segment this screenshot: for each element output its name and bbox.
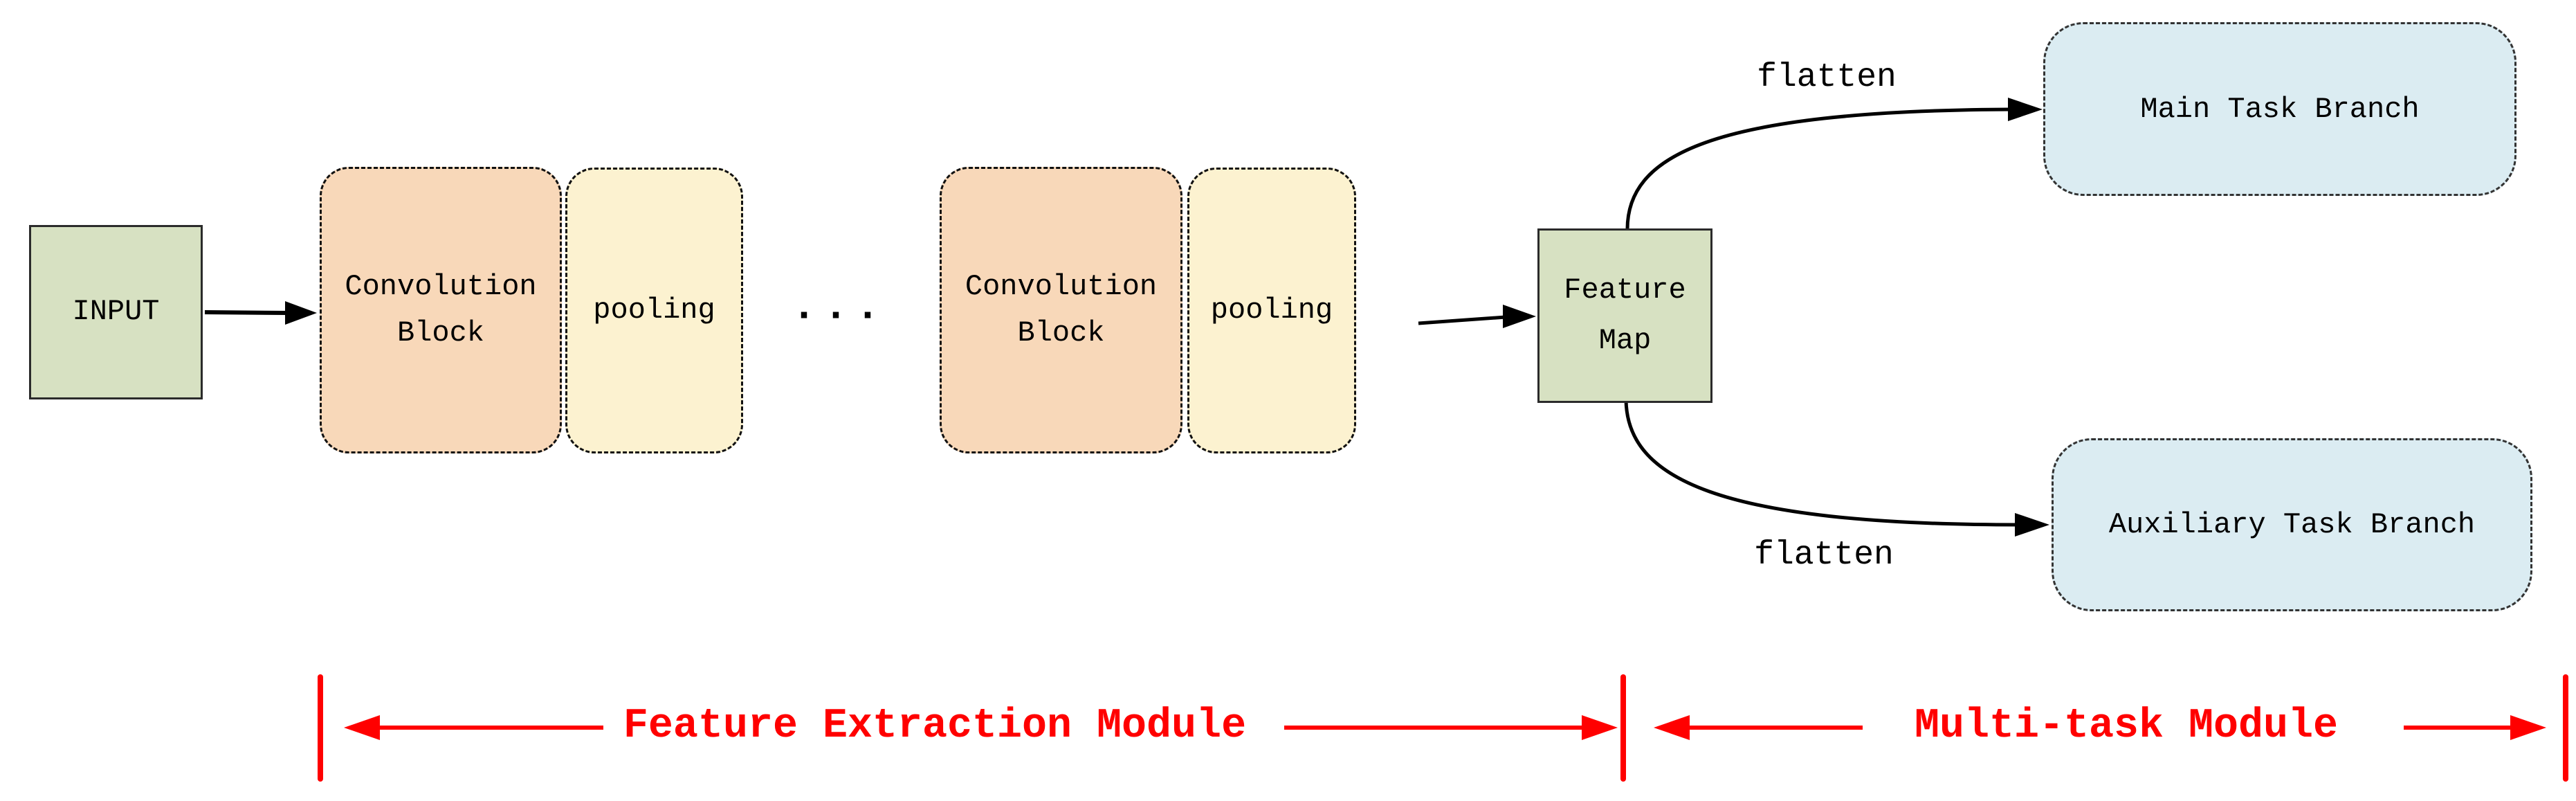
multitask-arrowhead-left — [1654, 715, 1690, 740]
convolution-block-1-label: Convolution Block — [345, 269, 537, 350]
module-annotation — [318, 674, 2568, 782]
flatten-top-label: flatten — [1757, 59, 1897, 96]
feature-extraction-arrowhead-right — [1582, 715, 1618, 740]
multitask-arrowhead-right — [2510, 715, 2546, 740]
multi-task-module-label: Multi-task Module — [1904, 703, 2348, 750]
flatten-top-curve — [1625, 98, 2043, 232]
input-label: INPUT — [72, 295, 160, 329]
pooling-block-1: pooling — [565, 168, 743, 453]
pool-to-featuremap-arrow — [1418, 305, 1536, 328]
flatten-bottom-curve — [1624, 399, 2049, 537]
pooling-2-label: pooling — [1210, 293, 1333, 327]
pooling-1-label: pooling — [593, 293, 715, 327]
main-task-branch-label: Main Task Branch — [2140, 92, 2420, 126]
convolution-block-2: Convolution Block — [940, 167, 1182, 453]
feature-map-node: Feature Map — [1537, 228, 1712, 403]
feature-extraction-arrowhead-left — [344, 715, 380, 740]
convolution-block-1: Convolution Block — [320, 167, 562, 453]
auxiliary-task-branch-node: Auxiliary Task Branch — [2052, 438, 2532, 611]
convolution-block-2-label: Convolution Block — [965, 269, 1158, 350]
main-task-branch-node: Main Task Branch — [2043, 22, 2516, 196]
input-node: INPUT — [29, 225, 203, 399]
feature-map-label: Feature Map — [1564, 273, 1686, 358]
flatten-bottom-label: flatten — [1754, 537, 1894, 574]
auxiliary-task-branch-label: Auxiliary Task Branch — [2108, 508, 2476, 541]
repeat-ellipsis: ··· — [791, 293, 888, 340]
pooling-block-2: pooling — [1187, 168, 1356, 453]
feature-extraction-module-label: Feature Extraction Module — [613, 703, 1257, 750]
input-to-conv-arrow — [204, 301, 317, 325]
